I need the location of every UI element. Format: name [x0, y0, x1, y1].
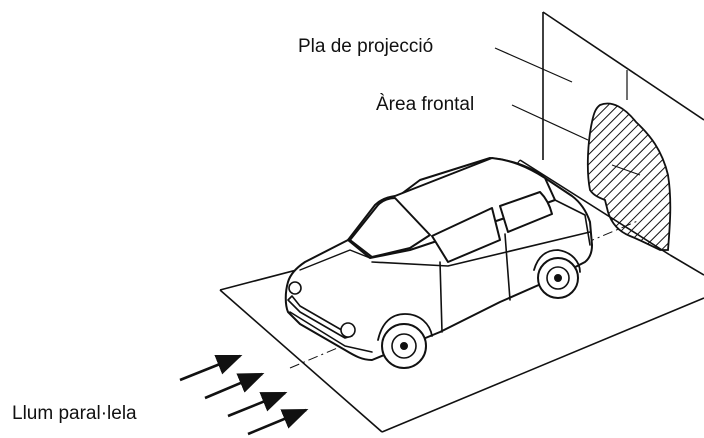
- light-arrow: [247, 408, 309, 436]
- frontal-area-label: Àrea frontal: [376, 94, 475, 115]
- light-arrow: [179, 354, 243, 382]
- parallel-light-arrows: [179, 354, 309, 436]
- leader-lines: [494, 47, 589, 141]
- frontal-area-shadow: [586, 102, 672, 251]
- light-arrow: [204, 372, 265, 400]
- light-arrow: [227, 391, 288, 418]
- parallel-light-label: Llum paral·lela: [12, 403, 137, 424]
- projection-plane-label: Pla de projecció: [298, 36, 434, 57]
- rear-wheel: [537, 257, 579, 299]
- front-wheel: [381, 323, 427, 369]
- car-illustration: [284, 157, 593, 369]
